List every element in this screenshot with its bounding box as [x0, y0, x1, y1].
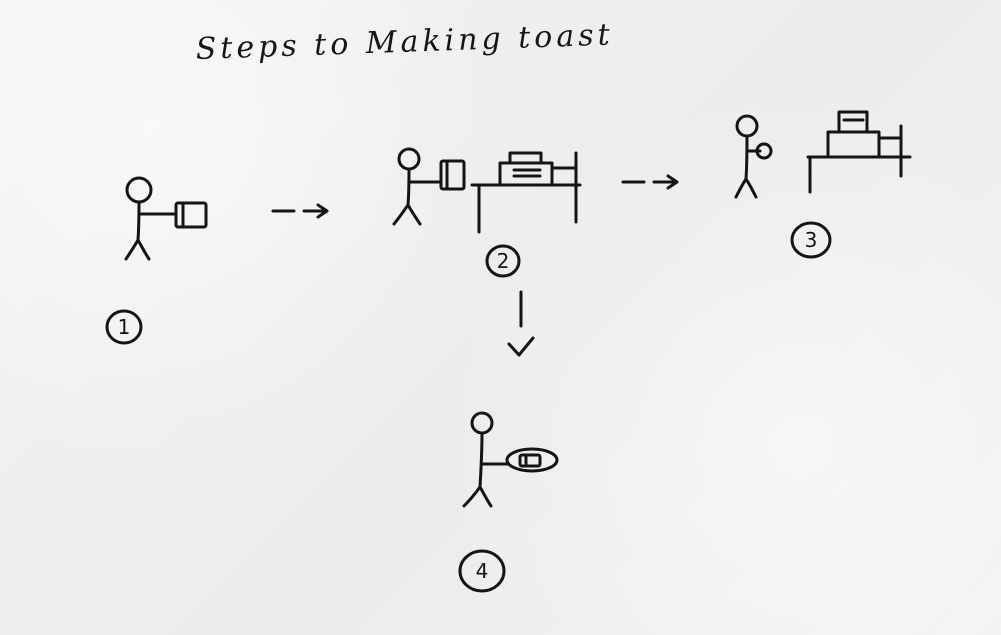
arrow-step-1-to-2 [271, 203, 329, 219]
step-4-toast-plate [505, 447, 559, 473]
step-1-number: 1 [117, 315, 131, 339]
step-2-toaster-counter [470, 151, 582, 234]
step-2-number-circle [485, 244, 521, 278]
step-2-bread [439, 159, 466, 191]
step-2-person [392, 147, 443, 226]
step-2-number: 2 [496, 249, 510, 273]
step-1-bread [174, 201, 208, 229]
step-1-number-circle [105, 309, 143, 345]
step-3-number: 3 [804, 228, 818, 252]
step-4-number: 4 [475, 559, 489, 583]
arrow-step-2-to-3 [621, 174, 679, 190]
arrow-step-2-to-4 [507, 290, 535, 357]
step-3-toaster-counter [806, 110, 912, 194]
step-3-number-circle [790, 221, 832, 259]
step-4-person [462, 411, 510, 508]
step-4-number-circle [458, 549, 506, 593]
step-1-person [124, 176, 178, 261]
step-3-person [734, 114, 773, 199]
